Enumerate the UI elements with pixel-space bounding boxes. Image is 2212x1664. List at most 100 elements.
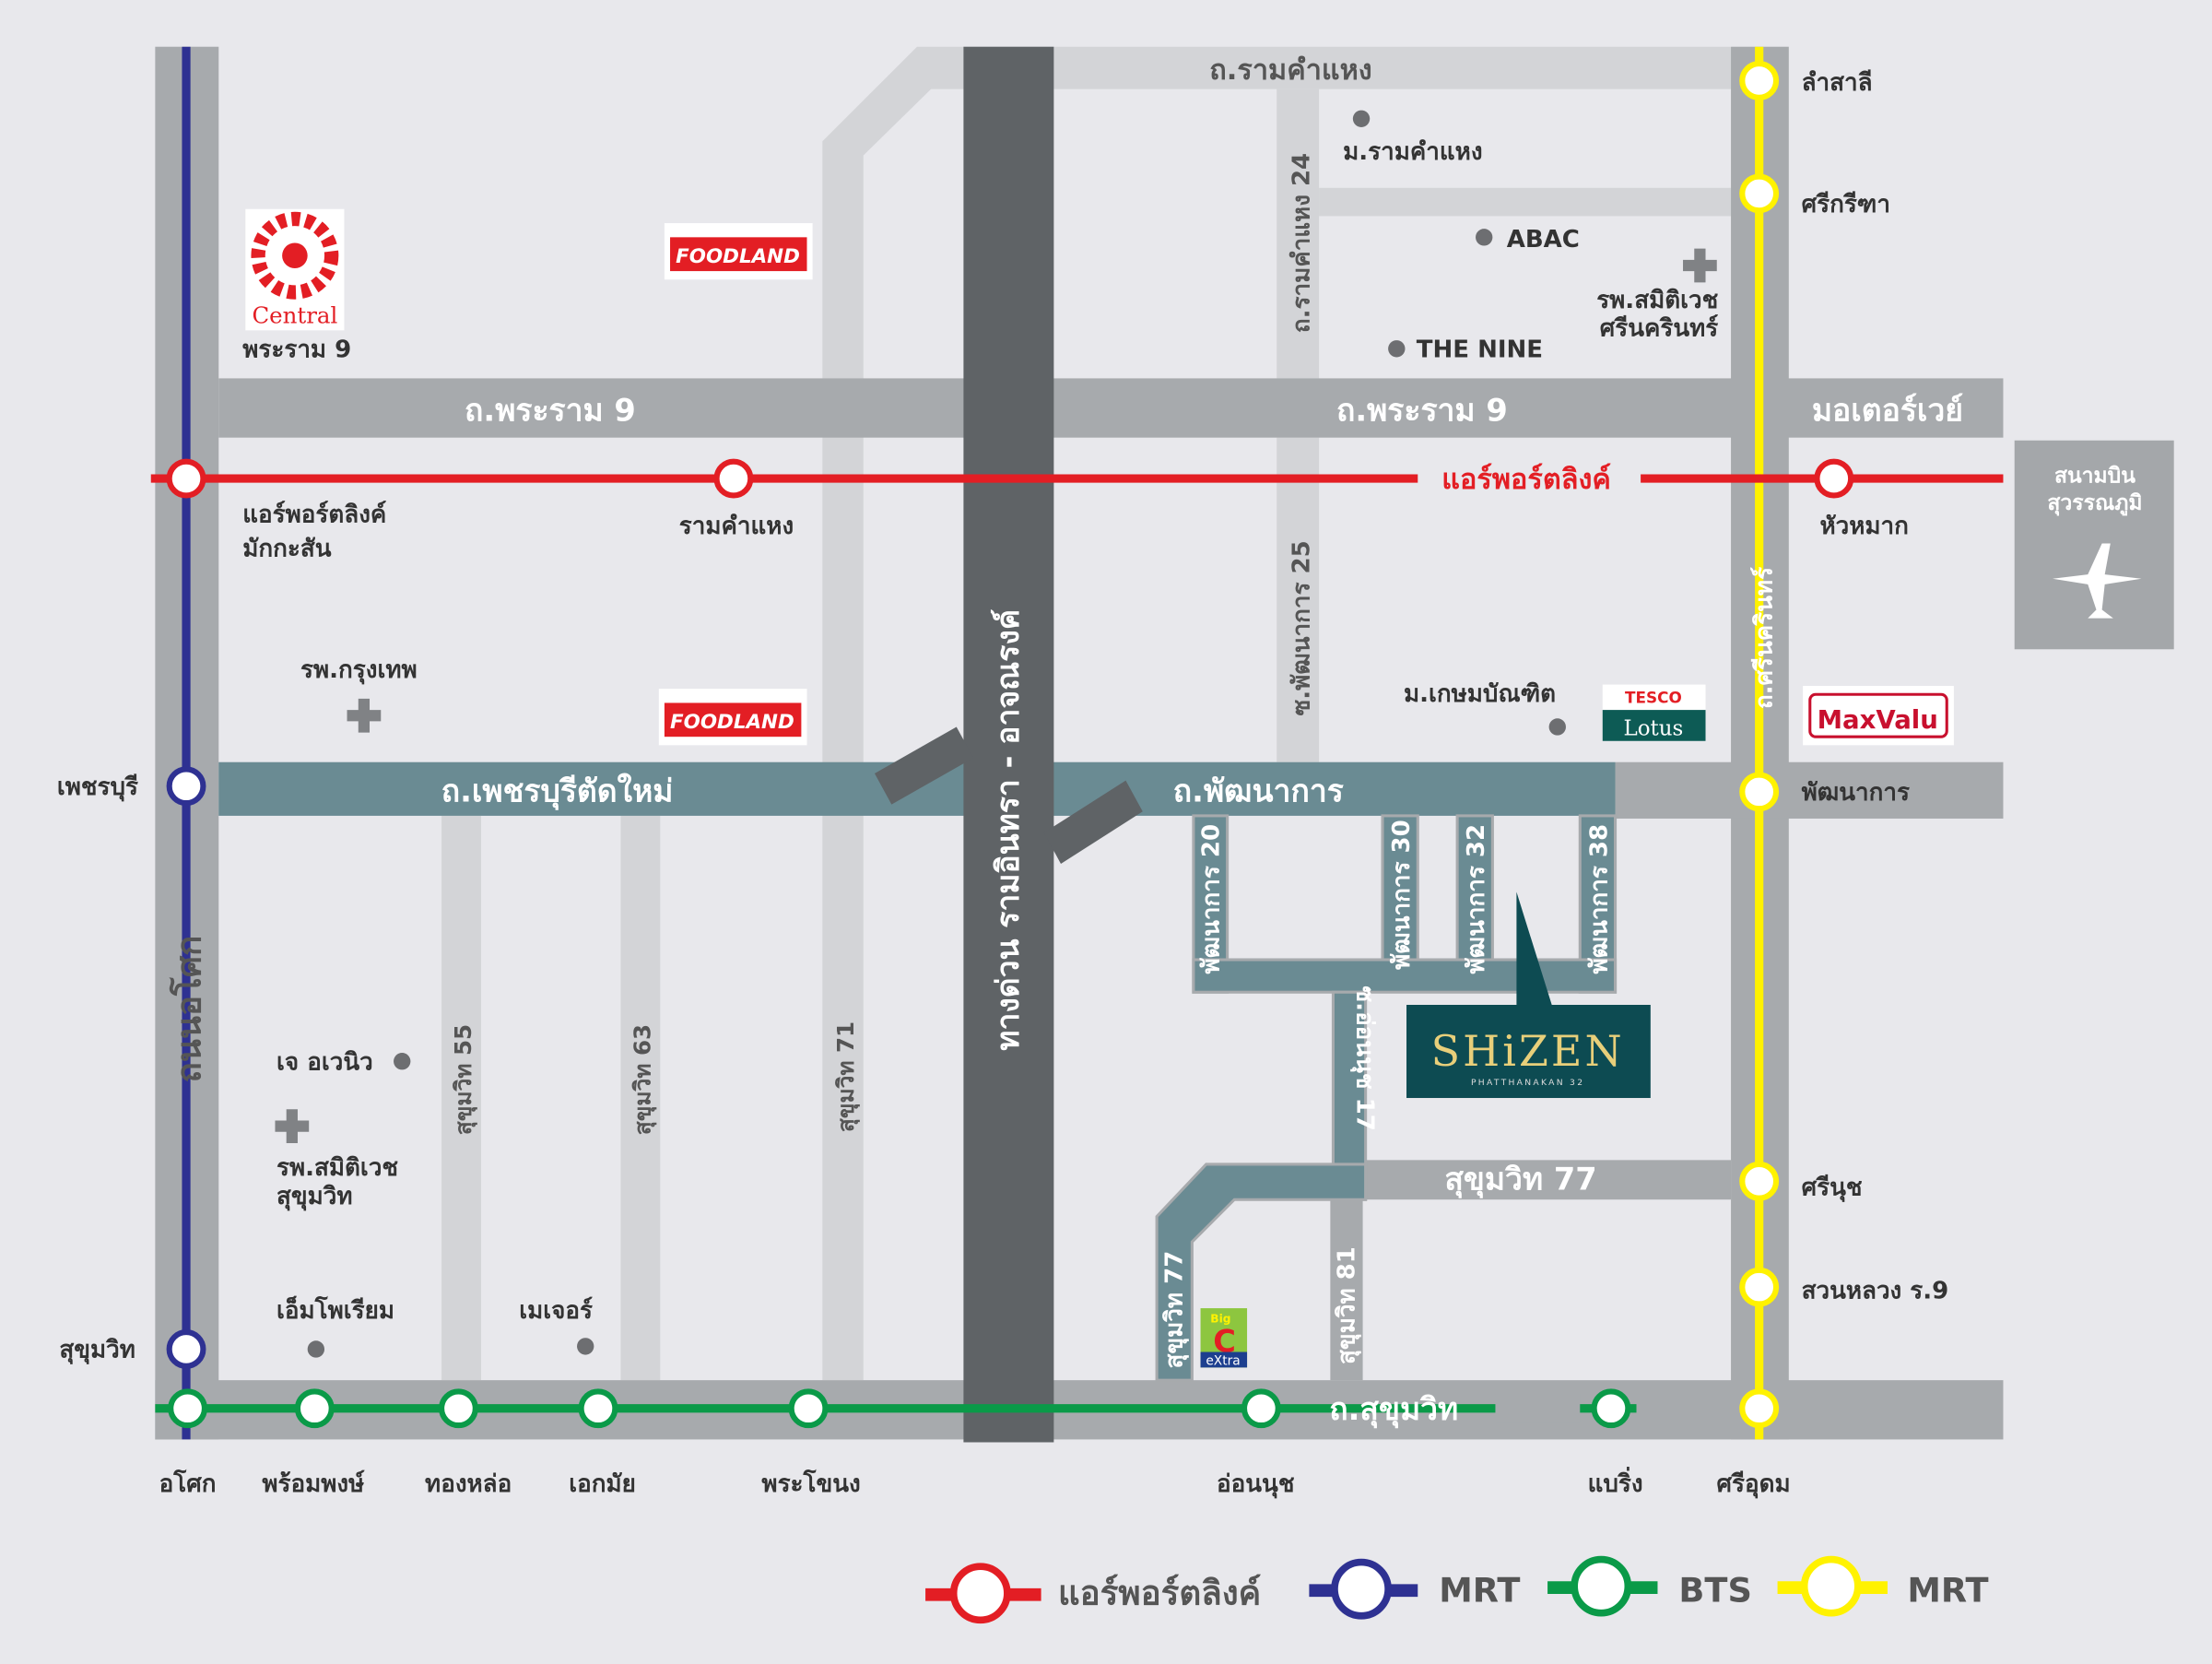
road-sukhumvit-77-vertical: สุขุมวิท 77	[1161, 1251, 1190, 1369]
foodland-logo: FOODLAND	[664, 223, 813, 280]
road-srinakarin: ถ.ศรีนครินทร์	[1749, 567, 1778, 709]
place-dot	[1548, 718, 1566, 736]
station-label: แบริ่ง	[1588, 1466, 1643, 1498]
station-label: ศรีอุดม	[1716, 1470, 1790, 1499]
station-label: ทองหล่อ	[425, 1470, 512, 1498]
station-label: แอร์พอร์ตลิงค์	[242, 501, 386, 529]
station-makkasan[interactable]	[166, 458, 206, 499]
station-suan-luang[interactable]	[1739, 1267, 1780, 1307]
station-lam-sali[interactable]	[1739, 61, 1780, 100]
bigc-extra-logo: Big C eXtra	[1200, 1308, 1248, 1368]
station-si-nut[interactable]	[1739, 1161, 1780, 1201]
place-dot	[1352, 110, 1371, 127]
legend-label: BTS	[1678, 1570, 1751, 1610]
airport-label: สนามบิน	[2054, 465, 2136, 489]
place-label: เจ อเวนิว	[276, 1048, 373, 1076]
road-sukhumvit-81: สุขุมวิท 81	[1333, 1246, 1361, 1364]
place-label: ม.รามคำแหง	[1343, 138, 1482, 166]
place-label: THE NINE	[1417, 336, 1543, 363]
station-asok[interactable]	[168, 1388, 207, 1429]
station-si-kritha[interactable]	[1739, 173, 1780, 214]
road-phetchaburi: ถ.เพชรบุรีตัดใหม่	[441, 773, 674, 811]
tesco-lotus-logo: TESCO Lotus	[1602, 684, 1706, 741]
road-sukhumvit-63: สุขุมวิท 63	[629, 1024, 658, 1135]
station-phra-khanong[interactable]	[788, 1388, 829, 1429]
svg-text:Big: Big	[1210, 1312, 1230, 1325]
road-phatthanakan: ถ.พัฒนาการ	[1173, 773, 1344, 809]
legend-airport-link-icon	[949, 1563, 1011, 1624]
road-phatthanakan-30: พัฒนาการ 30	[1388, 820, 1416, 970]
station-label: สวนหลวง ร.9	[1802, 1277, 1949, 1304]
bts-gap	[1495, 1394, 1581, 1423]
svg-text:Lotus: Lotus	[1623, 717, 1683, 741]
road-sukhumvit-55: สุขุมวิท 55	[450, 1024, 478, 1135]
road-phatthanakan-32: พัฒนาการ 32	[1463, 824, 1490, 974]
legend: แอร์พอร์ตลิงค์ MRT BTS MRT	[925, 1555, 1989, 1624]
station-bearing[interactable]	[1591, 1388, 1631, 1429]
station-label: อ่อนนุช	[1217, 1470, 1295, 1499]
svg-text:FOODLAND: FOODLAND	[670, 711, 794, 734]
foodland-logo: FOODLAND	[658, 689, 807, 746]
road-onnut-17: ซ.อ่อนนุช 17	[1349, 986, 1378, 1131]
expressway-ramp	[1043, 780, 1143, 864]
road-motorway: มอเตอร์เวย์	[1812, 392, 1963, 428]
road-ramkhamhaeng-24: ถ.รามคำแหง 24	[1288, 153, 1315, 333]
central-logo: Central	[245, 208, 345, 331]
station-thong-lo[interactable]	[439, 1388, 478, 1429]
station-phetchaburi[interactable]	[166, 766, 206, 807]
airport-link-label-bg	[1418, 463, 1641, 494]
place-dot	[577, 1338, 594, 1355]
station-label: รามคำแหง	[679, 513, 794, 540]
svg-text:TESCO: TESCO	[1625, 688, 1682, 706]
station-si-udom[interactable]	[1739, 1388, 1780, 1429]
place-dot	[307, 1340, 325, 1358]
station-label: ศรีกรีฑา	[1802, 191, 1890, 218]
station-label: เอกมัย	[569, 1470, 636, 1498]
legend-label: MRT	[1439, 1570, 1520, 1610]
station-ramkhamhaeng[interactable]	[713, 458, 754, 499]
place-dot	[1476, 229, 1493, 246]
station-label: เพชรบุรี	[57, 773, 138, 802]
station-label: พระโขนง	[761, 1469, 860, 1498]
station-label: พร้อมพงษ์	[262, 1469, 365, 1498]
legend-bts-icon	[1571, 1555, 1632, 1617]
road-sukhumvit-71: สุขุมวิท 71	[832, 1021, 861, 1132]
station-label: มักกะสัน	[242, 535, 332, 562]
project-name: SHiZEN	[1431, 1026, 1625, 1076]
place-label: พระราม 9	[242, 336, 351, 363]
station-phrom-phong[interactable]	[294, 1388, 335, 1429]
stations	[166, 61, 1854, 1429]
road-rama9: ถ.พระราม 9	[1336, 392, 1508, 428]
hospital-icon	[1683, 248, 1717, 283]
station-on-nut[interactable]	[1241, 1388, 1281, 1429]
station-label: ศรีนุช	[1802, 1174, 1863, 1203]
road-rama9: ถ.พระราม 9	[465, 392, 636, 428]
place-dot	[394, 1053, 411, 1070]
svg-text:FOODLAND: FOODLAND	[676, 245, 800, 268]
place-label: รพ.สมิติเวช	[1596, 287, 1718, 314]
station-hua-mak[interactable]	[1814, 458, 1854, 499]
station-label: อโศก	[159, 1469, 217, 1498]
road-sukhumvit-77: สุขุมวิท 77	[1444, 1162, 1596, 1199]
road-phatthanakan-25: ซ.พัฒนาการ 25	[1288, 540, 1315, 715]
shizen-project-marker[interactable]: SHiZEN PHATTHANAKAN 32	[1406, 1005, 1651, 1099]
station-label: หัวหมาก	[1819, 513, 1908, 540]
place-label: รพ.สมิติเวช	[276, 1154, 398, 1182]
place-label: ม.เกษมบัณฑิต	[1404, 680, 1556, 708]
place-dot	[1388, 340, 1406, 358]
project-subtitle: PHATTHANAKAN 32	[1471, 1078, 1584, 1088]
expressway-ramp	[874, 726, 974, 805]
road-phatthanakan-20: พัฒนาการ 20	[1197, 824, 1225, 974]
station-label: ลำสาลี	[1802, 69, 1873, 97]
station-phatthanakan[interactable]	[1739, 772, 1780, 812]
road-sukhumvit: ถ.สุขุมวิท	[1329, 1391, 1458, 1429]
hospital-icon	[347, 698, 382, 733]
svg-text:Central: Central	[252, 302, 337, 329]
station-sukhumvit[interactable]	[166, 1329, 206, 1369]
station-ekkamai[interactable]	[578, 1388, 618, 1429]
svg-text:MaxValu: MaxValu	[1818, 705, 1938, 735]
minor-roads	[441, 46, 1732, 1381]
hospital-icon	[275, 1109, 310, 1143]
road-asok: ถนนอโศก	[168, 936, 208, 1083]
